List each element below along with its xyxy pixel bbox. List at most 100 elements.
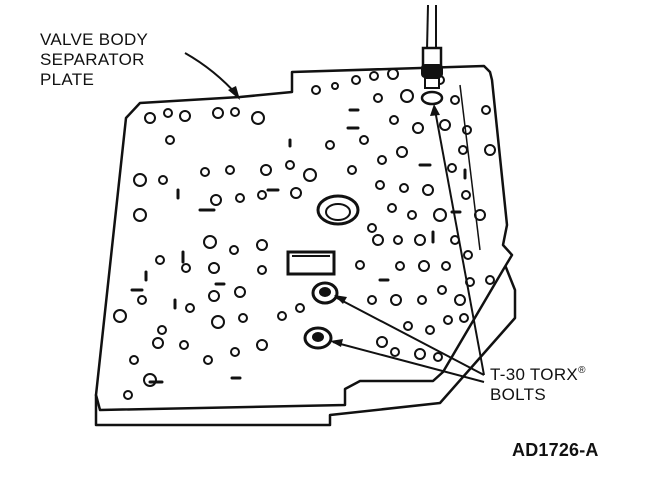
- plate-hole: [234, 286, 246, 298]
- plate-hole: [407, 210, 417, 220]
- plate-hole: [450, 95, 460, 105]
- torx-text: T-30 TORX: [490, 365, 579, 384]
- plate-hole: [325, 140, 335, 150]
- plate-hole: [229, 245, 239, 255]
- separator-plate-label-line2: SEPARATOR: [40, 50, 145, 69]
- separator-plate: [94, 64, 514, 412]
- plate-hole: [157, 325, 167, 335]
- plate-hole: [433, 208, 447, 222]
- torx-bolts-label-line2: BOLTS: [490, 385, 546, 404]
- plate-hole: [412, 122, 424, 134]
- plate-hole: [152, 337, 164, 349]
- plate-hole: [208, 290, 220, 302]
- plate-hole: [290, 187, 302, 199]
- plate-hole: [433, 352, 443, 362]
- plate-hole: [355, 260, 365, 270]
- plate-hole: [393, 235, 403, 245]
- plate-hole: [359, 135, 369, 145]
- plate-hole: [144, 112, 156, 124]
- plate-hole: [461, 190, 471, 200]
- plate-hole: [212, 107, 224, 119]
- plate-hole: [439, 119, 451, 131]
- plate-edge: [459, 84, 481, 251]
- plate-hole: [230, 347, 240, 357]
- plate-holes: [113, 68, 496, 400]
- plate-hole: [351, 75, 361, 85]
- separator-plate-label-line3: PLATE: [40, 70, 95, 89]
- plate-hole: [251, 111, 265, 125]
- bolt-leader-arrow-lower: [330, 339, 343, 347]
- plate-hole: [463, 250, 473, 260]
- plate-hole: [133, 173, 147, 187]
- plate-hole: [376, 336, 388, 348]
- plate-hole: [123, 390, 133, 400]
- plate-hole: [260, 164, 272, 176]
- plate-hole: [303, 168, 317, 182]
- plate-hole: [277, 311, 287, 321]
- wire-connector: [420, 4, 444, 106]
- plate-hole: [179, 340, 189, 350]
- plate-hole: [375, 180, 385, 190]
- registered-mark: ®: [578, 365, 586, 376]
- torx-bolt-lower: [303, 326, 333, 350]
- plate-hole: [200, 167, 210, 177]
- separator-plate-label: VALVE BODY SEPARATOR PLATE: [40, 30, 148, 90]
- plate-hole: [459, 313, 469, 323]
- plate-hole: [389, 115, 399, 125]
- plate-hole: [422, 184, 434, 196]
- plate-hole: [203, 355, 213, 365]
- bolt-leader-arrow-upper: [334, 295, 347, 304]
- plate-hole: [437, 285, 447, 295]
- plate-hole: [369, 71, 379, 81]
- torx-bolts-label: T-30 TORX® BOLTS: [490, 365, 586, 405]
- plate-hole: [129, 355, 139, 365]
- plate-hole: [474, 209, 486, 221]
- plate-hole: [418, 260, 430, 272]
- plate-hole: [387, 68, 399, 80]
- plate-hole: [235, 193, 245, 203]
- plate-hole: [256, 339, 268, 351]
- plate-hole: [256, 239, 268, 251]
- center-boss-inner: [325, 203, 351, 221]
- plate-hole: [137, 295, 147, 305]
- plate-hole: [257, 190, 267, 200]
- plate-hole: [454, 294, 466, 306]
- plate-leader-arrow: [228, 86, 240, 100]
- plate-hole: [377, 155, 387, 165]
- plate-hole: [113, 309, 127, 323]
- plate-hole: [403, 321, 413, 331]
- figure-id: AD1726-A: [512, 440, 599, 460]
- torx-bolts-label-line1: T-30 TORX®: [490, 365, 586, 385]
- plate-hole: [390, 347, 400, 357]
- plate-hole: [425, 325, 435, 335]
- plate-hole: [143, 373, 157, 387]
- plate-hole: [179, 110, 191, 122]
- plate-hole: [208, 262, 220, 274]
- plate-hole: [165, 135, 175, 145]
- plate-hole: [230, 107, 240, 117]
- torx-bolt-upper: [311, 281, 339, 305]
- plate-hole: [462, 125, 472, 135]
- plate-hole: [373, 93, 383, 103]
- plate-hole: [400, 89, 414, 103]
- plate-hole: [458, 145, 468, 155]
- bolt-leaders: [332, 109, 485, 383]
- plate-hole: [295, 303, 305, 313]
- plate-hole: [257, 265, 267, 275]
- plate-hole: [484, 144, 496, 156]
- plate-hole: [441, 261, 451, 271]
- plate-hole: [481, 105, 491, 115]
- plate-hole: [367, 295, 377, 305]
- plate-hole: [225, 165, 235, 175]
- plate-hole: [163, 108, 173, 118]
- plate-hole: [211, 315, 225, 329]
- plate-hole: [447, 163, 457, 173]
- plate-hole: [414, 348, 426, 360]
- plate-hole: [331, 82, 339, 90]
- plate-hole: [390, 294, 402, 306]
- plate-hole: [372, 234, 384, 246]
- plate-hole: [367, 223, 377, 233]
- plate-hole: [311, 85, 321, 95]
- plate-hole: [133, 208, 147, 222]
